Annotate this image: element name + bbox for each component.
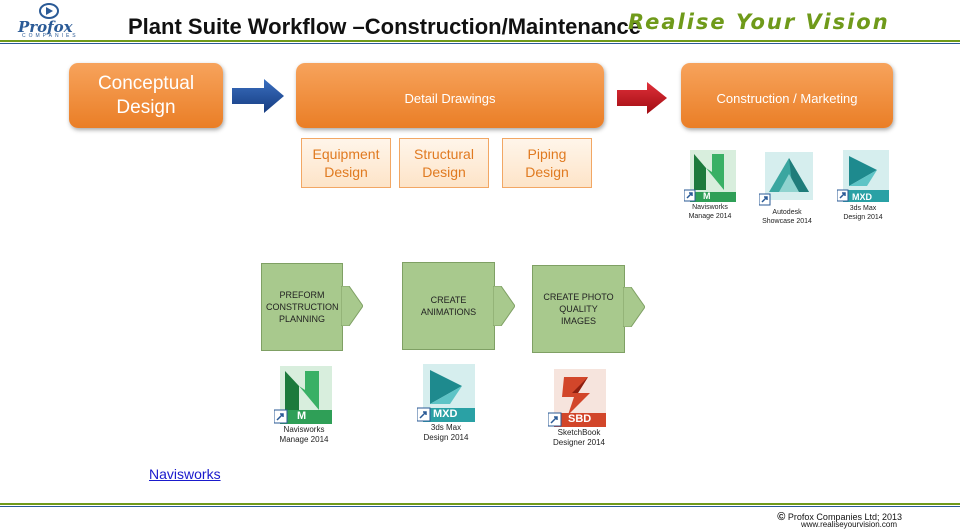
navisworks-caption: Navisworks Manage 2014 xyxy=(279,425,329,444)
step-arrow-icon xyxy=(493,286,515,326)
step-arrow-icon xyxy=(341,286,363,326)
piping-design-box: Piping Design xyxy=(502,138,592,188)
3dsmax-icon xyxy=(417,364,475,422)
piping-design-label: Piping Design xyxy=(525,146,569,180)
page-title: Plant Suite Workflow –Construction/Maint… xyxy=(128,14,641,39)
construction-marketing-box: Construction / Marketing xyxy=(681,63,893,128)
detail-drawings-label: Detail Drawings xyxy=(404,91,496,106)
detail-drawings-box: Detail Drawings xyxy=(296,63,604,128)
step-photo-quality-images-label: CREATE PHOTO QUALITY IMAGES xyxy=(543,292,614,326)
structural-design-label: Structural Design xyxy=(414,146,474,180)
copyright-icon: © xyxy=(777,511,786,523)
profox-logo-icon xyxy=(39,3,59,19)
sketchbook-icon xyxy=(548,369,606,427)
copyright-label: Profox Companies Ltd; 2013 xyxy=(787,512,902,522)
navisworks-icon xyxy=(274,366,332,424)
showcase-icon xyxy=(759,152,813,206)
copyright-text: © Profox Companies Ltd; 2013 xyxy=(777,511,902,523)
blue-arrow-icon xyxy=(232,79,284,113)
conceptual-design-box: Conceptual Design xyxy=(69,63,223,128)
step-arrow-icon xyxy=(623,287,645,327)
navisworks-badge: M xyxy=(297,410,307,422)
navisworks-caption: Navisworks Manage 2014 xyxy=(688,204,732,220)
website-text: www.realiseyourvision.com xyxy=(800,520,897,529)
step-construction-planning-label: PREFORM CONSTRUCTION PLANNING xyxy=(266,290,339,324)
step-create-animations: CREATE ANIMATIONS xyxy=(402,262,495,350)
header-rule-top xyxy=(0,40,960,42)
step-construction-planning: PREFORM CONSTRUCTION PLANNING xyxy=(261,263,343,351)
3dsmax-badge: MXD xyxy=(852,192,872,202)
tagline: Realise Your Vision xyxy=(628,10,890,34)
header-rule-bottom xyxy=(0,43,960,44)
red-arrow-icon xyxy=(617,82,667,114)
sketchbook-badge: SBD xyxy=(568,413,592,425)
footer-rule-green xyxy=(0,503,960,505)
structural-design-box: Structural Design xyxy=(399,138,489,188)
navisworks-icon xyxy=(684,150,736,202)
step-create-animations-label: CREATE ANIMATIONS xyxy=(420,295,477,317)
sketchbook-caption: SketchBook Designer 2014 xyxy=(552,428,606,447)
equipment-design-box: Equipment Design xyxy=(301,138,391,188)
equipment-design-label: Equipment Design xyxy=(312,146,380,180)
step-photo-quality-images: CREATE PHOTO QUALITY IMAGES xyxy=(532,265,625,353)
logo-subtext: COMPANIES xyxy=(22,33,79,39)
construction-marketing-label: Construction / Marketing xyxy=(716,91,858,106)
3dsmax-badge: MXD xyxy=(433,408,458,420)
logo-text: Profox xyxy=(18,18,73,36)
showcase-caption: Autodesk Showcase 2014 xyxy=(762,209,812,225)
conceptual-design-label: Conceptual Design xyxy=(97,72,195,118)
navisworks-badge: M xyxy=(703,191,711,201)
3dsmax-icon xyxy=(837,150,889,202)
footer-rule-blue xyxy=(0,506,960,507)
3dsmax-caption: 3ds Max Design 2014 xyxy=(843,205,883,221)
navisworks-link[interactable]: Navisworks xyxy=(149,466,221,482)
3dsmax-caption: 3ds Max Design 2014 xyxy=(423,423,469,442)
